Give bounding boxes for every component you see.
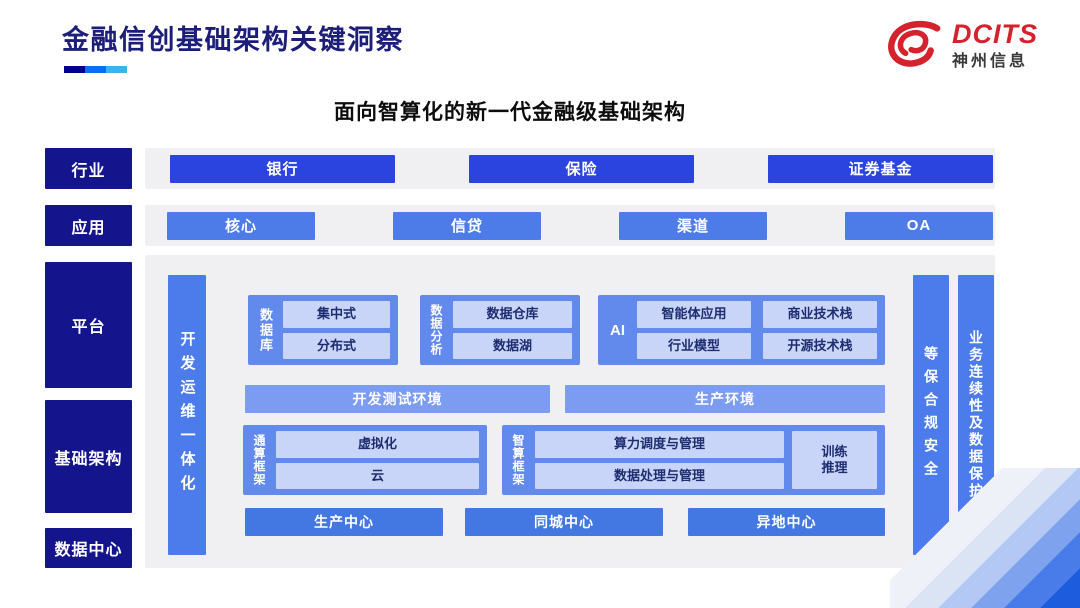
- center-production: 生产中心: [245, 508, 443, 536]
- ai-item-opensource-stack: 开源技术栈: [763, 332, 877, 359]
- app-item-core: 核心: [167, 211, 315, 240]
- ai-item-commercial-stack: 商业技术栈: [763, 301, 877, 328]
- database-group-label: 数据库: [258, 307, 273, 353]
- general-framework-group: 通算框架 虚拟化 云: [243, 425, 487, 495]
- ai-group: AI 智能体应用 商业技术栈 行业模型 开源技术栈: [598, 295, 885, 365]
- center-remote: 异地中心: [688, 508, 885, 536]
- general-fw-item-virtualization: 虚拟化: [276, 431, 479, 458]
- infer-line: 推理: [821, 460, 848, 475]
- layer-label-application: 应用: [45, 205, 132, 246]
- platform-panel: 开发运维一体化 等保合规安全 业务连续性及数据保护 数据库 集中式 分布式 数据…: [145, 255, 995, 568]
- intelligent-fw-item-compute-scheduling: 算力调度与管理: [535, 431, 784, 458]
- intelligent-framework-group: 智算框架 算力调度与管理 数据处理与管理 训练 推理: [502, 425, 885, 495]
- layer-label-platform: 平台: [45, 262, 132, 388]
- title-underline: [64, 66, 127, 73]
- industry-lane: 银行 保险 证券基金: [145, 148, 995, 189]
- app-item-credit: 信贷: [393, 211, 541, 240]
- analytics-item-warehouse: 数据仓库: [453, 301, 572, 328]
- logo-company: 神州信息: [952, 52, 1029, 70]
- dcits-swirl-icon: [888, 20, 941, 67]
- app-item-channel: 渠道: [619, 211, 767, 240]
- intelligent-framework-label: 智算框架: [511, 434, 525, 486]
- general-fw-item-cloud: 云: [276, 462, 479, 489]
- industry-item-securities: 证券基金: [768, 154, 993, 183]
- app-item-oa: OA: [845, 211, 993, 240]
- diagram-subtitle: 面向智算化的新一代金融级基础架构: [334, 101, 686, 124]
- layer-label-infrastructure: 基础架构: [45, 400, 132, 513]
- page-title: 金融信创基础架构关键洞察: [62, 25, 404, 55]
- database-item-centralized: 集中式: [283, 301, 390, 328]
- intelligent-fw-train-infer-box: 训练 推理: [792, 431, 877, 489]
- layer-label-industry: 行业: [45, 148, 132, 189]
- ai-item-industry-models: 行业模型: [637, 332, 751, 359]
- logo: DCITS 神州信息: [884, 20, 1038, 70]
- train-line: 训练: [821, 443, 848, 459]
- database-group: 数据库 集中式 分布式: [248, 295, 398, 365]
- ai-group-label: AI: [610, 321, 625, 339]
- analytics-item-lake: 数据湖: [453, 332, 572, 359]
- application-lane: 核心 信贷 渠道 OA: [145, 205, 995, 246]
- center-samecity: 同城中心: [465, 508, 663, 536]
- production-env-bar: 生产环境: [565, 385, 885, 413]
- analytics-group-label: 数据分析: [429, 304, 443, 356]
- devops-vertical-bar: 开发运维一体化: [168, 275, 206, 555]
- devtest-env-bar: 开发测试环境: [245, 385, 550, 413]
- database-item-distributed: 分布式: [283, 332, 390, 359]
- analytics-group: 数据分析 数据仓库 数据湖: [420, 295, 580, 365]
- layer-label-datacenter: 数据中心: [45, 528, 132, 568]
- industry-item-insurance: 保险: [469, 154, 694, 183]
- general-framework-label: 通算框架: [252, 434, 266, 486]
- intelligent-fw-item-data-management: 数据处理与管理: [535, 462, 784, 489]
- corner-decoration: [890, 468, 1080, 608]
- industry-item-bank: 银行: [170, 154, 395, 183]
- ai-item-agent-apps: 智能体应用: [637, 301, 751, 328]
- logo-brand: DCITS: [952, 18, 1038, 49]
